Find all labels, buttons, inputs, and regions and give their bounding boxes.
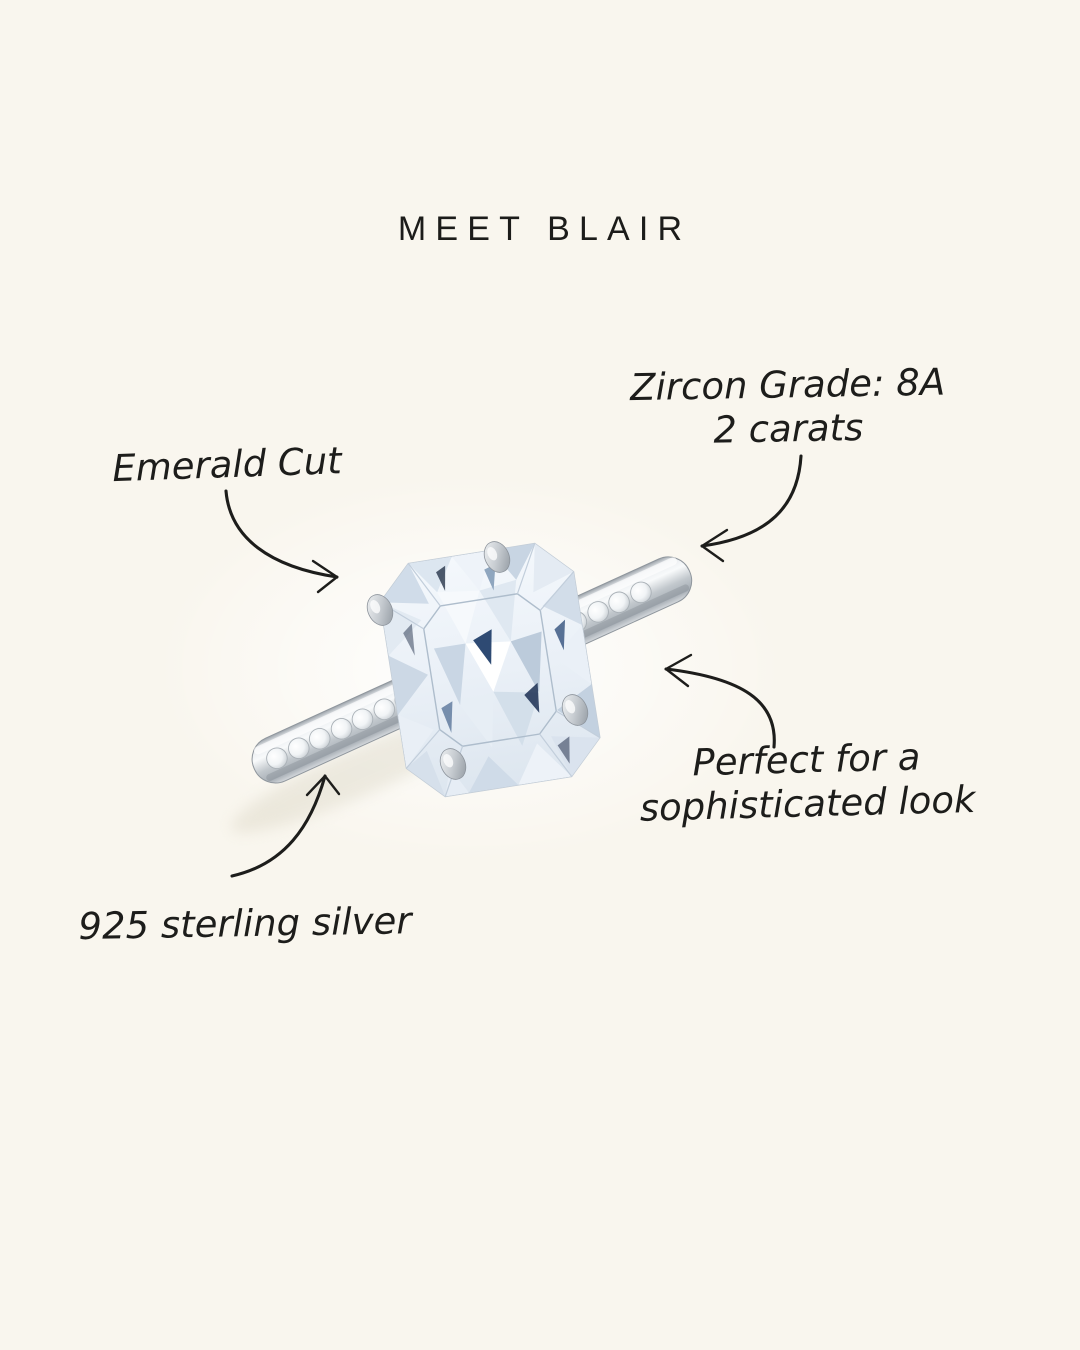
annotation-emerald-cut-text: Emerald Cut: [111, 439, 343, 491]
annotation-zircon-grade: Zircon Grade: 8A 2 carats: [630, 361, 946, 454]
center-stone: [379, 542, 601, 798]
annotation-emerald-cut: Emerald Cut: [112, 439, 343, 491]
page-title: MEET BLAIR: [397, 210, 692, 248]
prongs: [366, 541, 589, 780]
annotation-zircon-grade-line1: Zircon Grade: 8A: [629, 360, 946, 410]
arrow-zircon-grade: [700, 454, 803, 563]
arrow-emerald-cut: [224, 489, 339, 594]
annotation-sophisticated-look-line2: sophisticated look: [639, 777, 976, 830]
annotation-sterling-silver-text: 925 sterling silver: [78, 899, 412, 949]
annotation-zircon-grade-line2: 2 carats: [713, 405, 864, 452]
arrow-sterling-silver: [230, 774, 341, 878]
arrow-sophisticated-look: [664, 653, 776, 749]
annotation-sterling-silver: 925 sterling silver: [78, 899, 412, 948]
annotation-sophisticated-look: Perfect for a sophisticated look: [638, 734, 976, 830]
